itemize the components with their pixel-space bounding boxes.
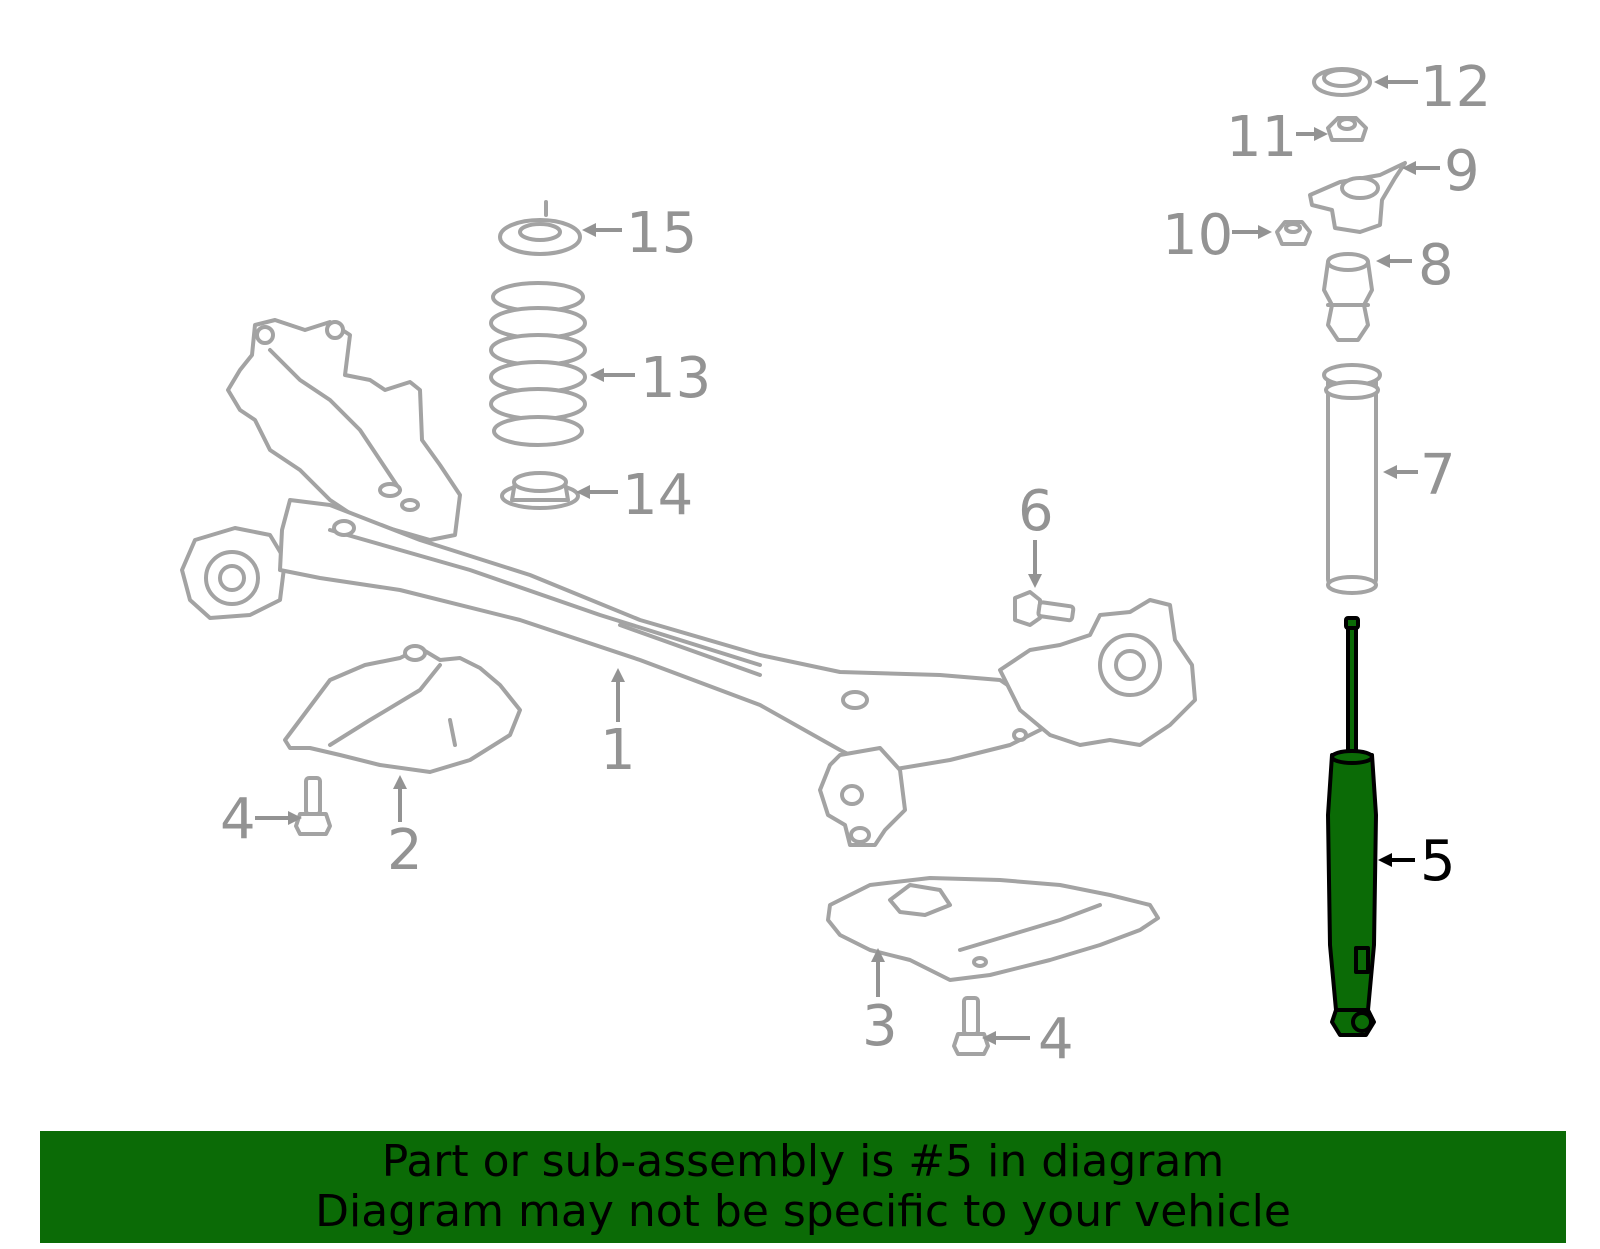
- lower-spring-seat: [500, 471, 580, 510]
- left-shield: [283, 644, 522, 774]
- callout-4-right: 4: [1038, 1007, 1074, 1072]
- callout-arrows: [255, 75, 1440, 1045]
- callout-9: 9: [1444, 139, 1480, 204]
- nut-10: [1275, 220, 1312, 246]
- right-shield: [826, 876, 1160, 982]
- callout-2: 2: [387, 818, 423, 883]
- bolt-6: [1013, 590, 1076, 627]
- upper-mount-9: [1308, 161, 1407, 234]
- banner-line-1: Part or sub-assembly is #5 in diagram: [381, 1136, 1225, 1187]
- callout-3: 3: [862, 994, 898, 1059]
- callout-1: 1: [600, 718, 636, 783]
- dust-boot-7: [1322, 363, 1382, 595]
- shock-absorber-5: [1326, 616, 1378, 1037]
- callout-15: 15: [626, 201, 697, 266]
- callout-7: 7: [1420, 443, 1456, 508]
- bolt-right: [952, 996, 990, 1056]
- callout-12: 12: [1420, 55, 1491, 120]
- coil-spring: [489, 281, 587, 447]
- callout-labels: 1 2 3 4 4 5 6 7 8 9 10 11 12 13 14 15: [220, 55, 1491, 1072]
- callout-5: 5: [1420, 829, 1456, 894]
- callout-11: 11: [1226, 105, 1297, 170]
- callout-4-left: 4: [220, 787, 256, 852]
- banner-line-2: Diagram may not be specific to your vehi…: [315, 1186, 1291, 1237]
- callout-8: 8: [1418, 233, 1454, 298]
- upper-spring-seat: [498, 200, 582, 256]
- cap-12: [1312, 67, 1372, 97]
- callout-14: 14: [622, 463, 693, 528]
- callout-6: 6: [1018, 479, 1054, 544]
- info-banner: Part or sub-assembly is #5 in diagram Di…: [40, 1131, 1566, 1243]
- bump-stop-8: [1322, 252, 1374, 342]
- rear-axle-beam: [180, 318, 1197, 847]
- callout-13: 13: [640, 346, 711, 411]
- nut-11: [1326, 116, 1368, 142]
- bolt-left: [294, 776, 332, 836]
- callout-10: 10: [1162, 203, 1233, 268]
